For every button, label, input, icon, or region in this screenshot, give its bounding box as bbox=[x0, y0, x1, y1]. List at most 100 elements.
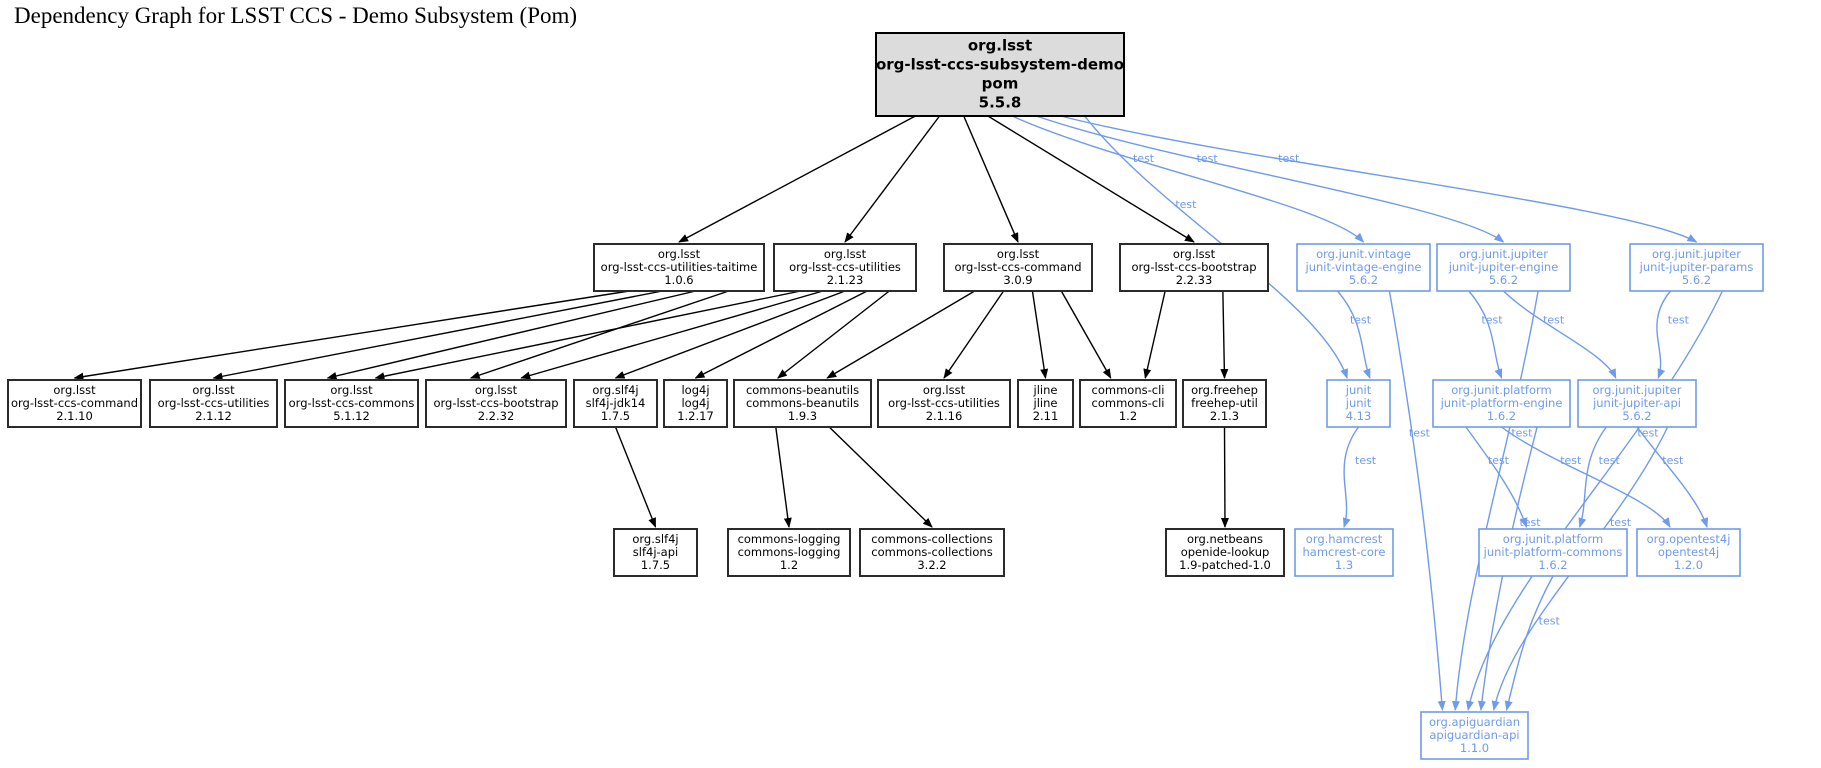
graph-node[interactable]: org.lsstorg-lsst-ccs-subsystem-demopom5.… bbox=[875, 32, 1125, 117]
node-box[interactable] bbox=[1629, 243, 1764, 292]
graph-node[interactable]: org.netbeansopenide-lookup1.9-patched-1.… bbox=[1165, 528, 1285, 577]
node-box[interactable] bbox=[1119, 243, 1269, 292]
node-box[interactable] bbox=[1165, 528, 1285, 577]
graph-node[interactable]: commons-collectionscommons-collections3.… bbox=[859, 528, 1005, 577]
edge-label-scope: test bbox=[1560, 454, 1582, 467]
node-group: org.junit.jupiter bbox=[1652, 247, 1741, 261]
node-box[interactable] bbox=[727, 528, 851, 577]
edge-label-scope: test bbox=[1539, 615, 1561, 628]
node-box[interactable] bbox=[425, 379, 567, 428]
node-box[interactable] bbox=[1478, 528, 1628, 577]
dependency-edge bbox=[1036, 115, 1505, 243]
graph-node[interactable]: org.lsstorg-lsst-ccs-utilities-taitime1.… bbox=[593, 243, 765, 292]
dependency-edge bbox=[1465, 426, 1528, 528]
node-artifact: commons-logging bbox=[738, 545, 841, 559]
node-group: org.junit.jupiter bbox=[1593, 383, 1682, 397]
node-version: 3.0.9 bbox=[1003, 273, 1032, 287]
node-group: org.lsst bbox=[824, 247, 867, 261]
node-group: org.lsst bbox=[53, 383, 96, 397]
node-box[interactable] bbox=[1294, 528, 1394, 577]
node-artifact: org-lsst-ccs-commons bbox=[289, 396, 415, 410]
dependency-edge bbox=[1143, 290, 1166, 379]
edge-label-scope: test bbox=[1543, 314, 1565, 327]
node-artifact: freehep-util bbox=[1191, 396, 1258, 410]
node-box[interactable] bbox=[284, 379, 419, 428]
node-box[interactable] bbox=[1079, 379, 1177, 428]
node-box[interactable] bbox=[773, 243, 917, 292]
node-box[interactable] bbox=[1636, 528, 1741, 577]
graph-node[interactable]: org.junit.vintagejunit-vintage-engine5.6… bbox=[1296, 243, 1431, 292]
node-box[interactable] bbox=[573, 379, 658, 428]
dependency-edge bbox=[1342, 426, 1360, 528]
node-box[interactable] bbox=[1432, 379, 1571, 428]
edge-label-scope: test bbox=[1355, 454, 1377, 467]
node-box[interactable] bbox=[1017, 379, 1074, 428]
node-box[interactable] bbox=[1296, 243, 1431, 292]
node-box[interactable] bbox=[1436, 243, 1571, 292]
node-version: 1.7.5 bbox=[601, 409, 630, 423]
node-box[interactable] bbox=[733, 379, 872, 428]
node-artifact: slf4j-api bbox=[633, 545, 678, 559]
dependency-edge bbox=[1466, 290, 1724, 711]
dependency-edge bbox=[828, 426, 933, 528]
dependency-edge bbox=[1578, 426, 1607, 528]
node-group: org.lsst bbox=[192, 383, 235, 397]
edge-label-scope: test bbox=[1599, 454, 1621, 467]
node-box[interactable] bbox=[1326, 379, 1391, 428]
graph-node[interactable]: org.junit.jupiterjunit-jupiter-params5.6… bbox=[1629, 243, 1764, 292]
node-box[interactable] bbox=[1577, 379, 1697, 428]
node-group: org.lsst bbox=[923, 383, 966, 397]
graph-node[interactable]: org.junit.platformjunit-platform-commons… bbox=[1478, 528, 1628, 577]
node-box[interactable] bbox=[1182, 379, 1267, 428]
node-artifact: org-lsst-ccs-utilities-taitime bbox=[601, 260, 758, 274]
node-box[interactable] bbox=[613, 528, 698, 577]
dependency-edge bbox=[374, 290, 801, 381]
node-box[interactable] bbox=[943, 243, 1093, 292]
dependency-edge bbox=[73, 290, 630, 381]
dependency-edge bbox=[678, 115, 916, 243]
node-box[interactable] bbox=[875, 32, 1125, 117]
node-box[interactable] bbox=[859, 528, 1005, 577]
dependency-edge bbox=[1337, 290, 1371, 379]
edge-label-scope: test bbox=[1350, 314, 1372, 327]
node-box[interactable] bbox=[593, 243, 765, 292]
node-box[interactable] bbox=[149, 379, 278, 428]
node-artifact: junit-jupiter-api bbox=[1592, 396, 1681, 410]
node-version: 2.11 bbox=[1033, 409, 1059, 423]
node-box[interactable] bbox=[7, 379, 142, 428]
dependency-edge bbox=[1011, 115, 1365, 243]
graph-node[interactable]: org.junit.platformjunit-platform-engine1… bbox=[1432, 379, 1571, 428]
node-box[interactable] bbox=[1420, 711, 1529, 760]
node-artifact: org-lsst-ccs-utilities bbox=[789, 260, 901, 274]
node-version: 1.0.6 bbox=[664, 273, 693, 287]
node-artifact: org-lsst-ccs-bootstrap bbox=[1131, 260, 1256, 274]
node-box[interactable] bbox=[663, 379, 728, 428]
dependency-edge bbox=[212, 290, 663, 381]
node-version: 5.6.2 bbox=[1349, 273, 1378, 287]
graph-node[interactable]: org.junit.jupiterjunit-jupiter-engine5.6… bbox=[1436, 243, 1571, 292]
dependency-edge bbox=[694, 290, 868, 379]
node-box[interactable] bbox=[877, 379, 1011, 428]
